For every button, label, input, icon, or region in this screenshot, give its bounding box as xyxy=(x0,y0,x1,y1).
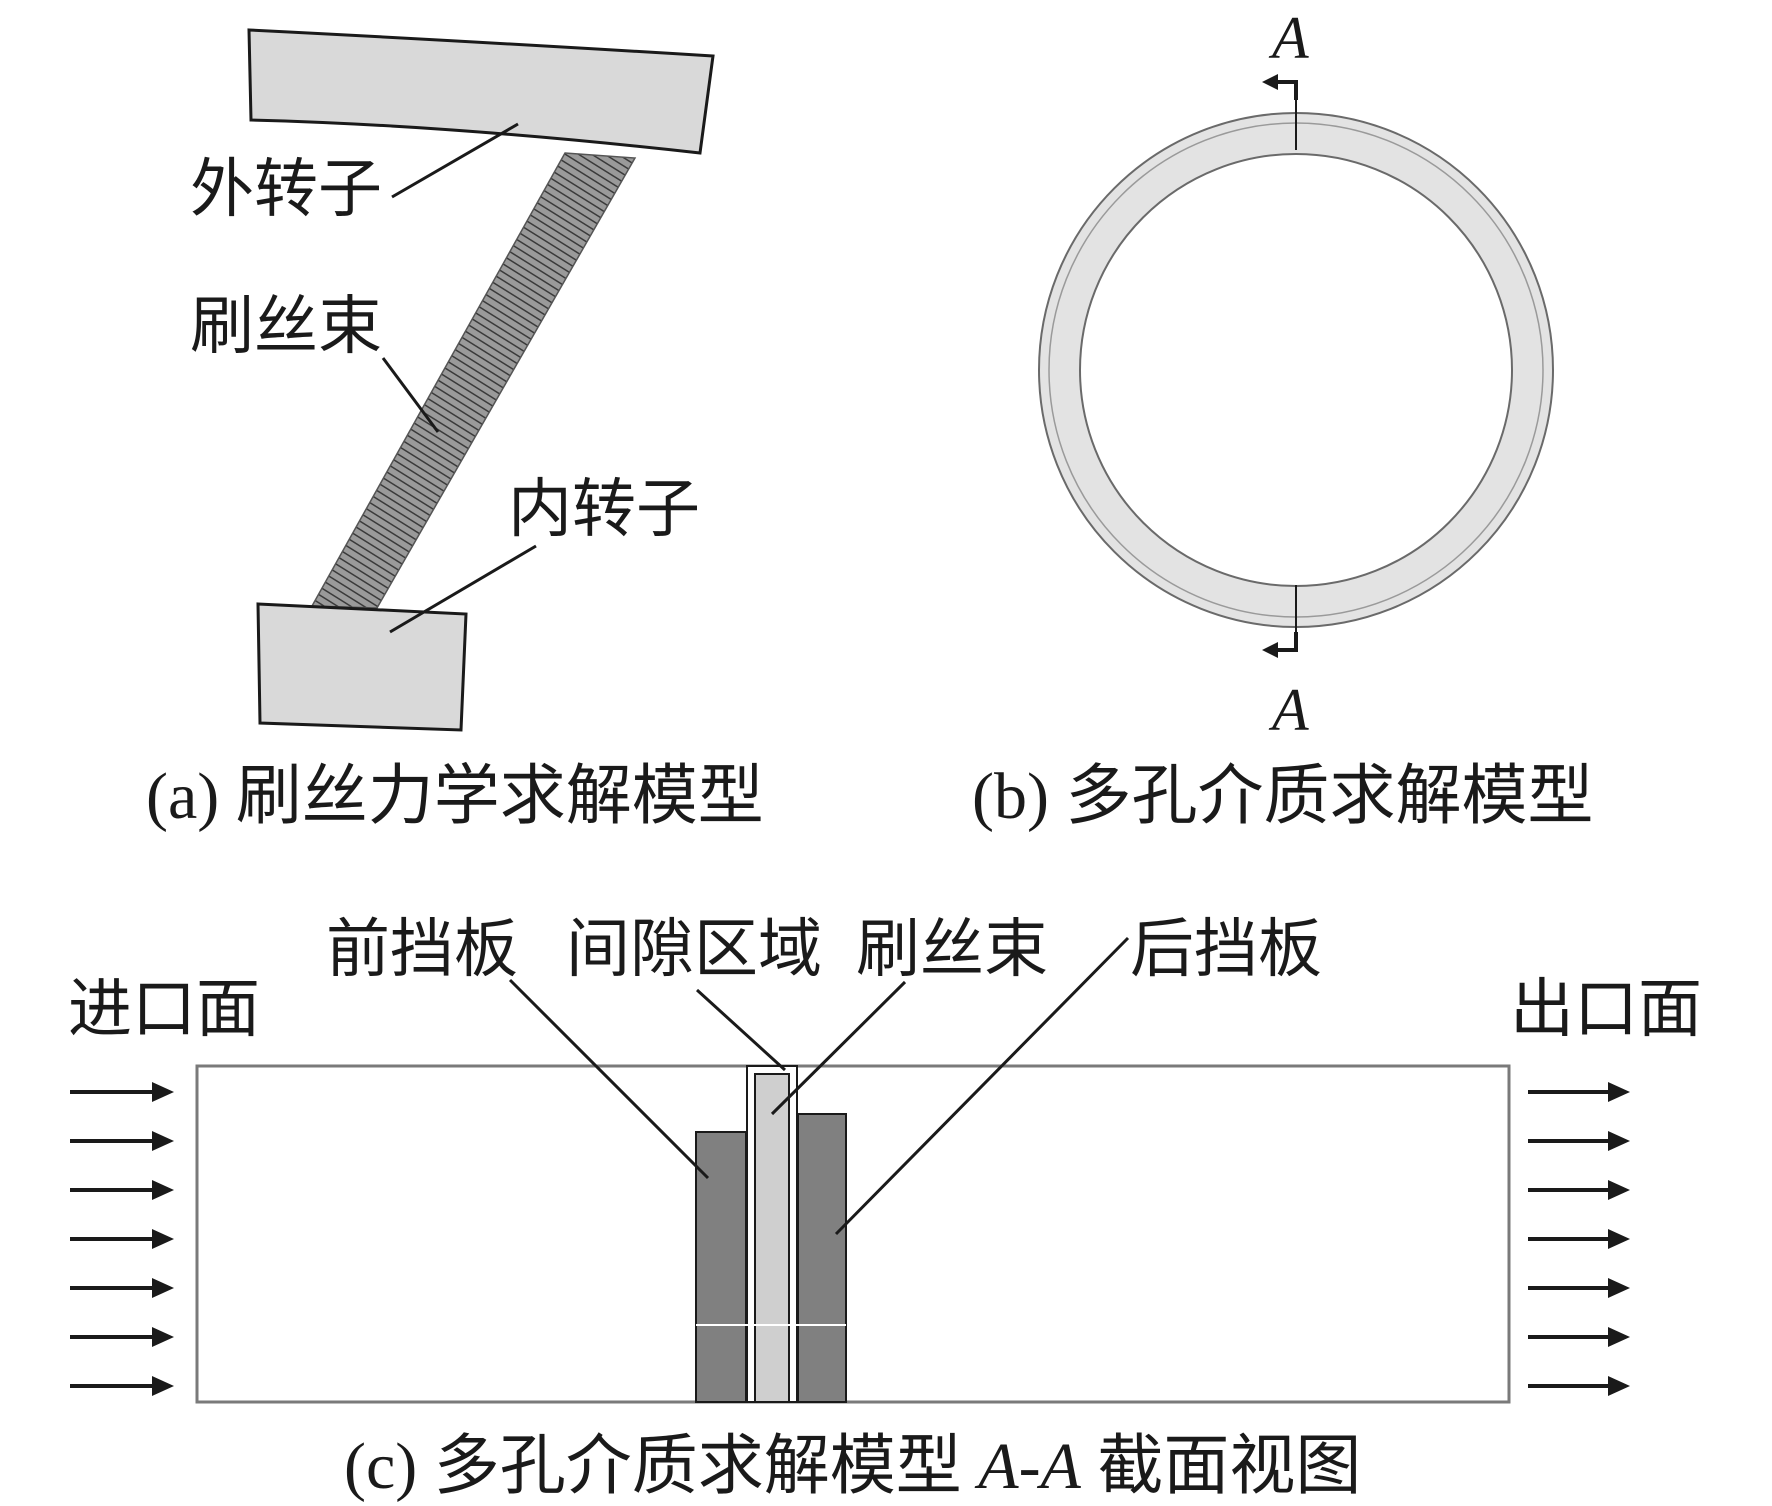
outlet-flow-arrow xyxy=(1528,1278,1630,1298)
section-arrowhead-bottom xyxy=(1262,642,1278,658)
caption-a: (a) 刷丝力学求解模型 xyxy=(146,760,764,833)
back-plate-leader xyxy=(834,936,1130,1236)
inlet-label: 进口面 xyxy=(68,973,260,1047)
outer-rotor-label: 外转子 xyxy=(190,153,382,227)
inner-rotor-shape xyxy=(256,602,468,732)
inner-rotor-leader xyxy=(389,544,537,634)
gap-region-label: 间隙区域 xyxy=(566,913,822,987)
caption-c-suffix: 截面视图 xyxy=(1080,1430,1362,1503)
bristle-pack-leader xyxy=(381,357,440,433)
outlet-label: 出口面 xyxy=(1510,973,1702,1047)
outlet-flow-arrow xyxy=(1528,1180,1630,1200)
inner-rotor-label: 内转子 xyxy=(508,473,700,547)
section-mark-top: A xyxy=(1272,5,1309,71)
bristle-pack-label-c: 刷丝束 xyxy=(856,913,1048,987)
inlet-flow-arrow xyxy=(70,1278,174,1298)
outlet-arrows xyxy=(1528,1082,1630,1396)
fluid-domain xyxy=(195,1064,1511,1404)
outlet-flow-arrow xyxy=(1528,1082,1630,1102)
outlet-flow-arrow xyxy=(1528,1376,1630,1396)
outlet-flow-arrow xyxy=(1528,1229,1630,1249)
bristle-pack-section xyxy=(754,1073,790,1403)
section-arrow-bottom xyxy=(1272,632,1298,652)
back-plate-label: 后挡板 xyxy=(1130,913,1322,987)
outlet-flow-arrow xyxy=(1528,1327,1630,1347)
section-arrowhead-top xyxy=(1262,74,1278,90)
section-arrow-top xyxy=(1272,80,1298,100)
front-plate-leader xyxy=(508,978,710,1180)
inlet-flow-arrow xyxy=(70,1229,174,1249)
gap-region-leader xyxy=(695,988,787,1072)
inlet-flow-arrow xyxy=(70,1327,174,1347)
inlet-flow-arrow xyxy=(70,1376,174,1396)
inlet-flow-arrow xyxy=(70,1131,174,1151)
outlet-flow-arrow xyxy=(1528,1131,1630,1151)
back-plate-shape xyxy=(797,1113,847,1403)
bristle-pack-shape xyxy=(310,152,637,609)
inlet-flow-arrow xyxy=(70,1180,174,1200)
outer-rotor-shape xyxy=(247,28,715,155)
inlet-flow-arrow xyxy=(70,1082,174,1102)
front-plate-label: 前挡板 xyxy=(326,913,518,987)
caption-c-prefix: (c) 多孔介质求解模型 xyxy=(344,1430,979,1503)
section-mark-bottom: A xyxy=(1272,677,1309,743)
outer-rotor-leader xyxy=(391,122,519,199)
caption-c: (c) 多孔介质求解模型 A-A 截面视图 xyxy=(344,1434,1361,1500)
caption-b: (b) 多孔介质求解模型 xyxy=(972,760,1594,833)
bristle-pack-leader-c xyxy=(770,980,907,1116)
inlet-arrows xyxy=(70,1082,174,1396)
caption-c-section: A-A xyxy=(978,1430,1081,1503)
bristle-pack-label: 刷丝束 xyxy=(190,290,382,364)
